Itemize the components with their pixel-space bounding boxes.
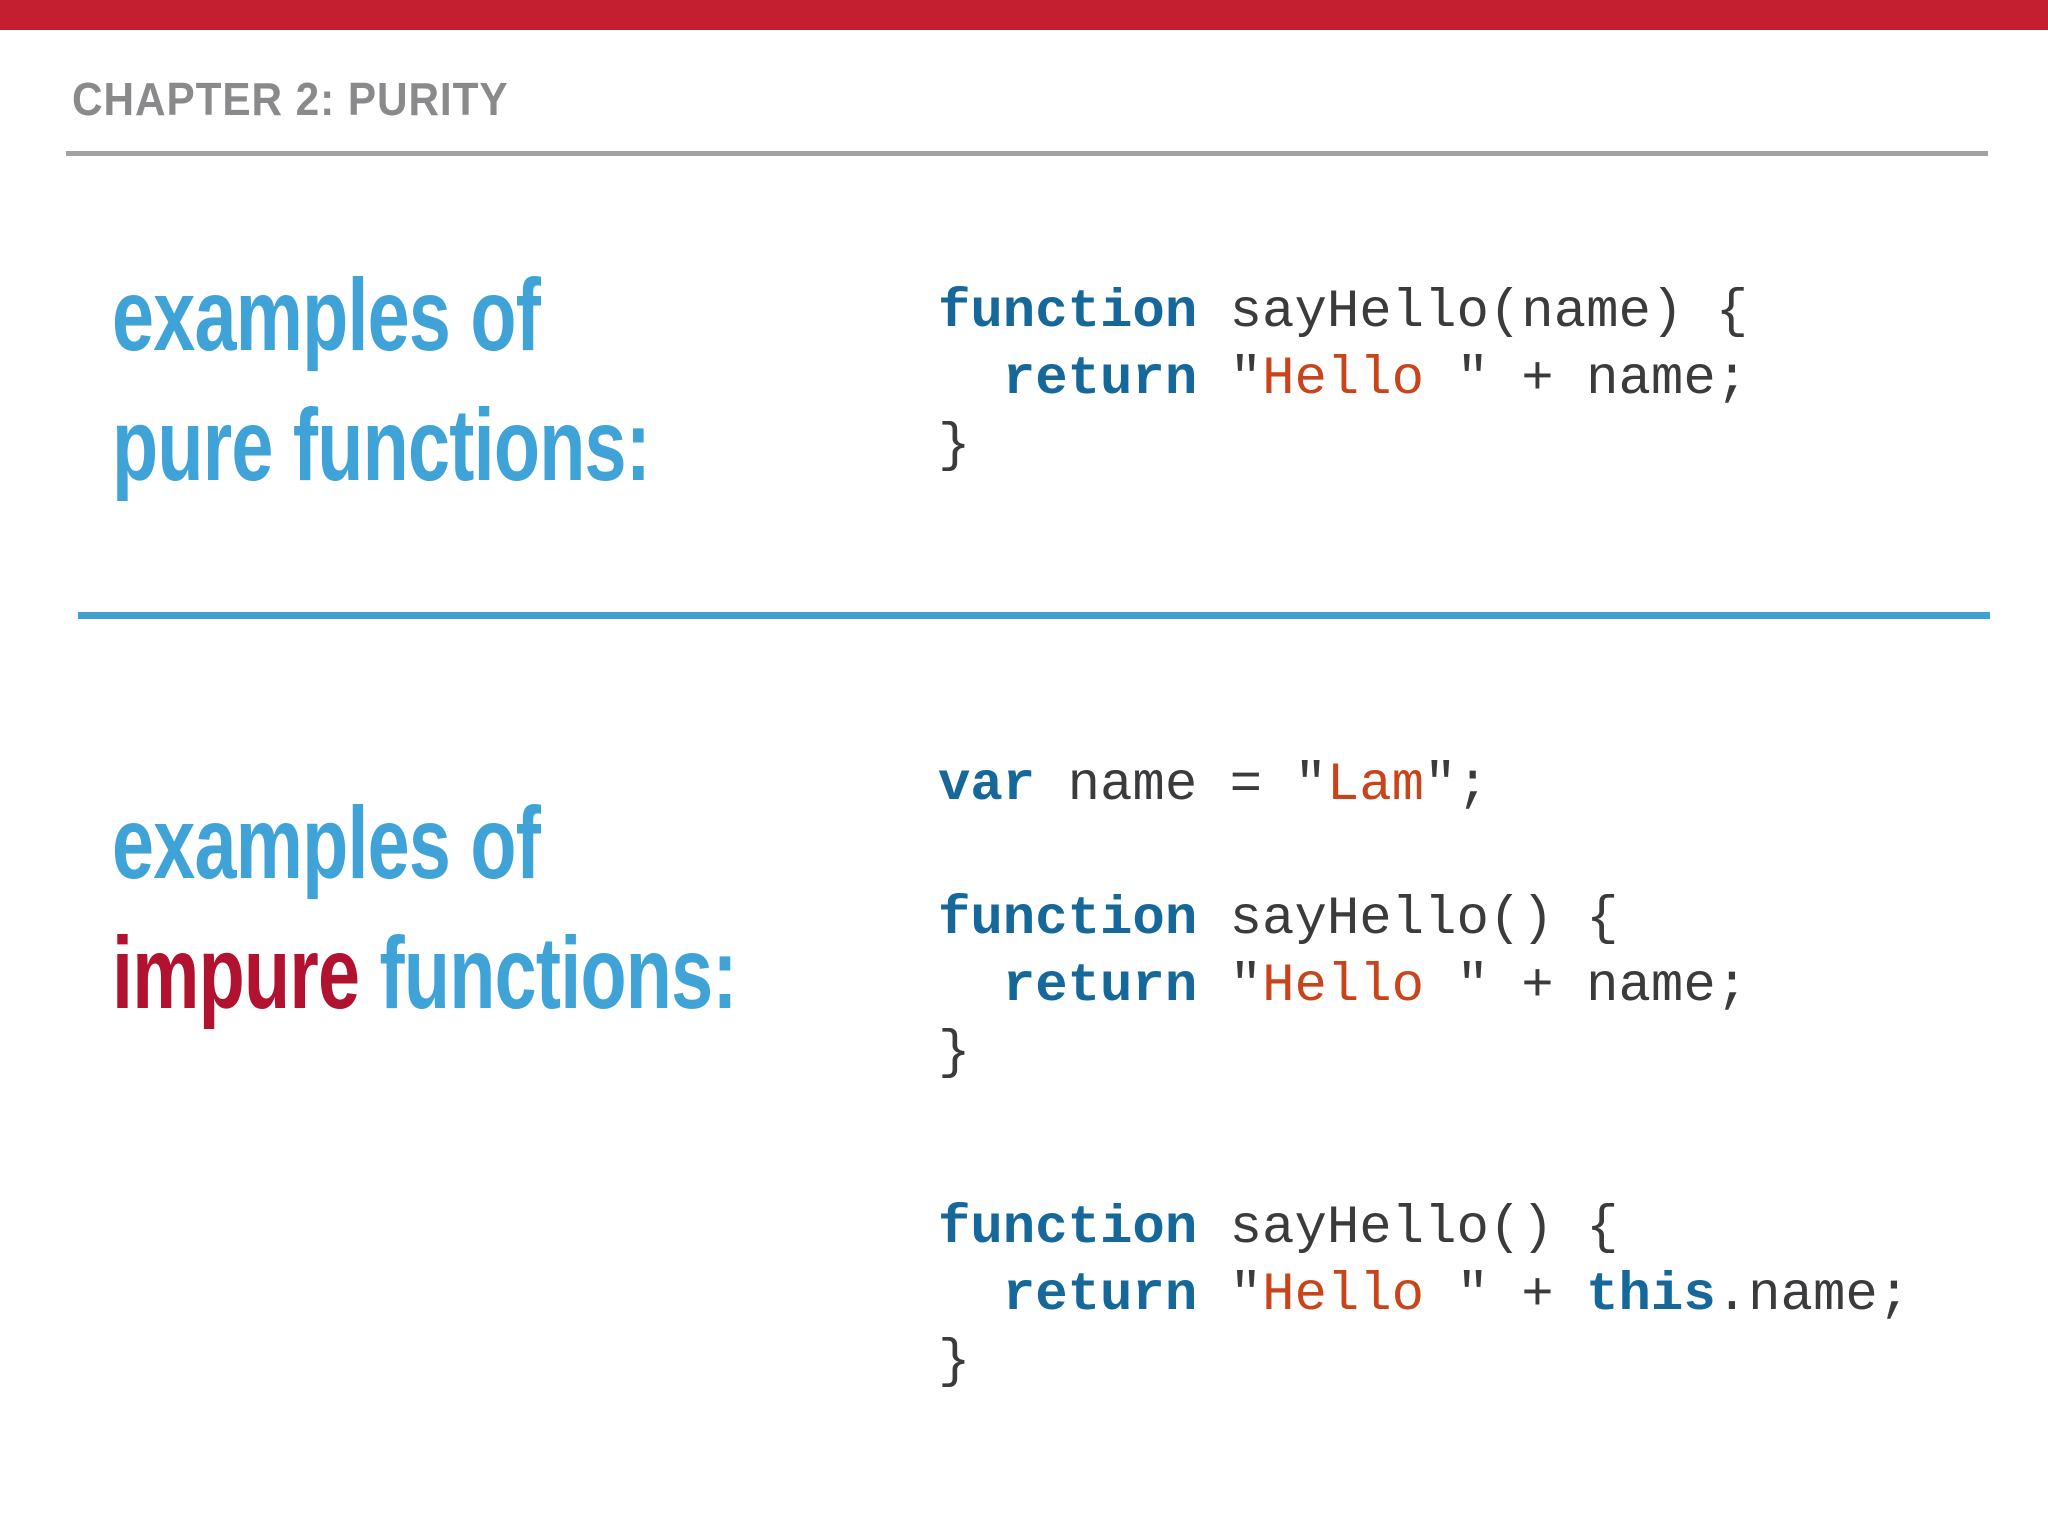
impure-code-block-2: function sayHello() { return "Hello " + … <box>938 1198 1911 1393</box>
chapter-title: CHAPTER 2: PURITY <box>72 73 509 125</box>
pure-code-block: function sayHello(name) { return "Hello … <box>938 282 1749 477</box>
header-divider-line <box>66 151 1988 156</box>
top-accent-bar <box>0 0 2048 30</box>
section-divider-line <box>78 612 1990 619</box>
impure-code-block-1: var name = "Lam"; function sayHello() { … <box>938 755 1749 1084</box>
